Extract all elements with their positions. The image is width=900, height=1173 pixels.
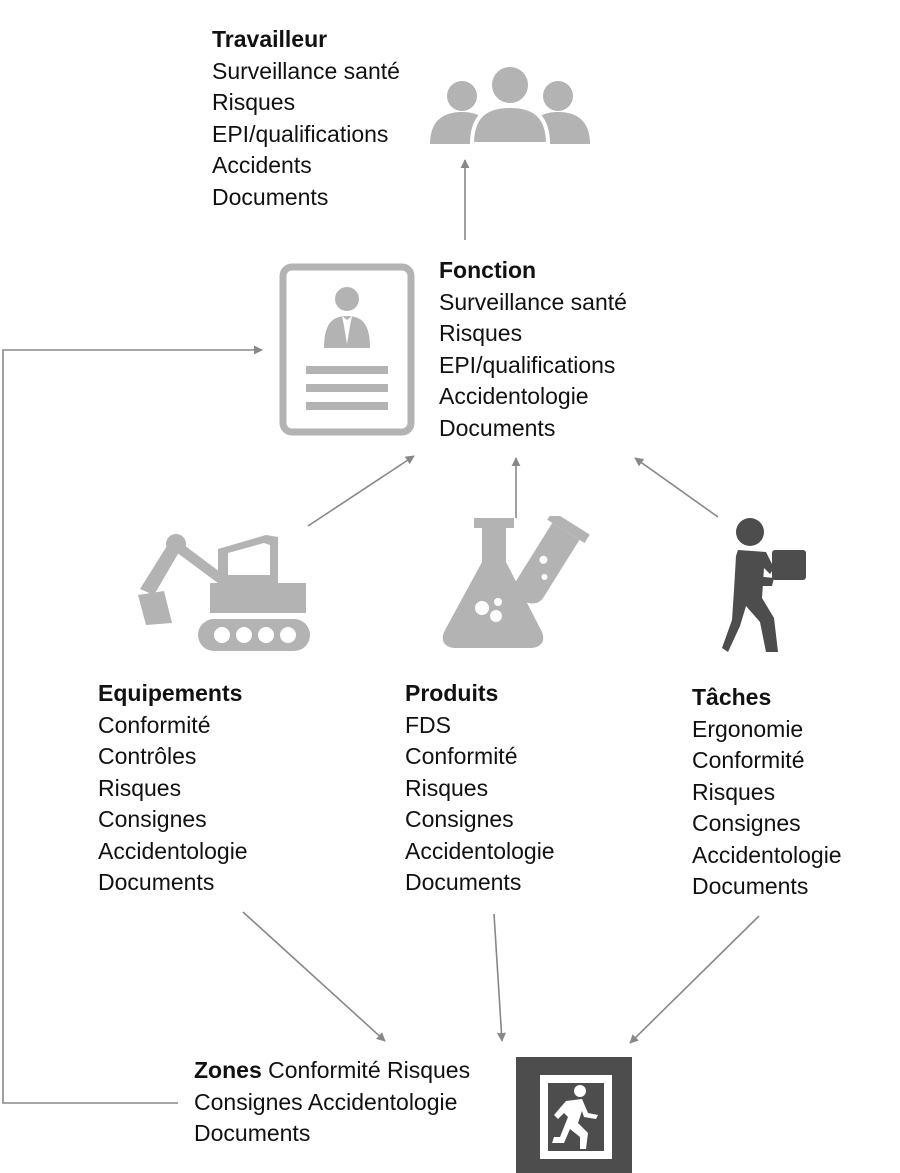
zones-line-1: Zones Conformité Risques bbox=[194, 1055, 470, 1087]
list-item: Documents bbox=[439, 414, 556, 441]
list-item: Consignes bbox=[194, 1088, 303, 1115]
list-item: Conformité bbox=[268, 1057, 381, 1083]
list-item: Risques bbox=[405, 774, 489, 801]
list-item: EPI/qualifications bbox=[439, 351, 616, 378]
zones-title: Zones bbox=[194, 1057, 262, 1083]
produits-block: Produits FDS Conformité Risques Consigne… bbox=[405, 678, 555, 899]
list-item: Ergonomie bbox=[692, 715, 804, 742]
travailleur-block: Travailleur Surveillance santé Risques E… bbox=[212, 24, 400, 213]
arrow-zones-to-fonction bbox=[2, 345, 263, 1104]
zones-line-3: Documents bbox=[194, 1118, 470, 1150]
list-item: Surveillance santé bbox=[212, 57, 400, 84]
list-item: Conformité bbox=[405, 743, 518, 769]
produits-title: Produits bbox=[405, 680, 499, 706]
list-item: Risques bbox=[387, 1057, 471, 1083]
arrow-taches-to-fonction bbox=[634, 457, 719, 518]
list-item: Documents bbox=[212, 183, 329, 210]
list-item: Consignes bbox=[405, 806, 514, 832]
list-item: Consignes bbox=[692, 810, 801, 836]
list-item: Consignes bbox=[98, 806, 207, 832]
list-item: Documents bbox=[692, 873, 809, 899]
emergency-exit-icon bbox=[516, 1057, 632, 1173]
list-item: Accidentologie bbox=[405, 837, 555, 864]
list-item: Risques bbox=[439, 320, 523, 346]
equipements-title: Equipements bbox=[98, 680, 243, 706]
excavator-icon bbox=[138, 534, 310, 651]
travailleur-title: Travailleur bbox=[212, 26, 328, 52]
equipements-block: Equipements Conformité Contrôles Risques… bbox=[98, 678, 248, 899]
list-item: Conformité bbox=[98, 711, 211, 738]
list-item: FDS bbox=[405, 711, 451, 738]
zones-line-2: Consignes Accidentologie bbox=[194, 1087, 470, 1119]
person-carrying-box-icon bbox=[722, 518, 806, 652]
list-item: Accidentologie bbox=[307, 1088, 458, 1115]
list-item: Contrôles bbox=[98, 743, 197, 769]
taches-block: Tâches Ergonomie Conformité Risques Cons… bbox=[692, 682, 842, 903]
list-item: Documents bbox=[194, 1120, 311, 1146]
list-item: Conformité bbox=[692, 747, 805, 773]
list-item: Accidents bbox=[212, 152, 312, 178]
list-item: Accidentologie bbox=[692, 841, 842, 868]
list-item: EPI/qualifications bbox=[212, 120, 389, 147]
taches-title: Tâches bbox=[692, 684, 772, 710]
chemistry-flask-icon bbox=[442, 516, 590, 648]
list-item: Documents bbox=[98, 869, 215, 895]
arrow-equipements-to-zones bbox=[242, 911, 386, 1042]
list-item: Risques bbox=[212, 89, 296, 115]
fonction-block: Fonction Surveillance santé Risques EPI/… bbox=[439, 255, 627, 444]
zones-block: Zones Conformité Risques Consignes Accid… bbox=[194, 1055, 470, 1150]
arrow-produits-to-zones bbox=[493, 913, 506, 1042]
list-item: Risques bbox=[98, 774, 182, 801]
list-item: Risques bbox=[692, 778, 776, 805]
list-item: Documents bbox=[405, 869, 522, 895]
id-card-icon bbox=[279, 263, 415, 436]
list-item: Accidentologie bbox=[439, 383, 589, 409]
list-item: Accidentologie bbox=[98, 837, 248, 864]
fonction-title: Fonction bbox=[439, 257, 537, 283]
group-of-people-icon bbox=[430, 63, 590, 146]
arrow-taches-to-zones bbox=[629, 915, 760, 1044]
arrow-equipements-to-fonction bbox=[307, 455, 415, 527]
list-item: Surveillance santé bbox=[439, 288, 627, 315]
